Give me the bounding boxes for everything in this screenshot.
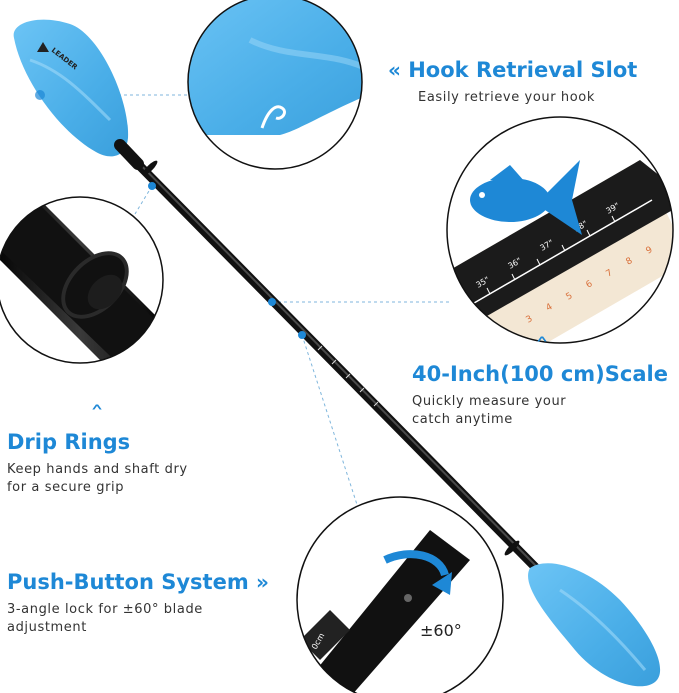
svg-text:4: 4 — [545, 302, 555, 314]
scale-desc: Quickly measure your catch anytime — [412, 394, 567, 427]
drip-feature: Drip Rings Keep hands and shaft dry for … — [7, 432, 188, 497]
drip-desc: Keep hands and shaft dry for a secure gr… — [7, 462, 188, 495]
push-button-detail-circle: 0cm ±60° — [296, 496, 504, 693]
drip-title: Drip Rings — [7, 430, 131, 454]
chevron-right-icon: » — [256, 570, 269, 594]
svg-text:3: 3 — [525, 314, 535, 326]
push-feature: Push-Button System » 3-angle lock for ±6… — [7, 572, 269, 637]
hook-detail-circle — [187, 0, 363, 170]
drip-detail-circle — [0, 196, 164, 364]
svg-text:7: 7 — [605, 268, 615, 280]
svg-text:6: 6 — [585, 279, 595, 291]
fish-icon — [470, 160, 582, 235]
svg-text:9: 9 — [645, 245, 655, 257]
svg-text:8: 8 — [625, 256, 635, 268]
scale-detail-circle: 35" 36" 37" 38" 39" 3 4 5 6 7 8 9 — [446, 116, 674, 344]
scale-title: 40-Inch(100 cm)Scale — [412, 362, 668, 386]
paddle-shaft — [114, 139, 545, 577]
push-desc: 3-angle lock for ±60° blade adjustment — [7, 602, 203, 635]
svg-text:5: 5 — [565, 291, 575, 303]
scale-feature: 40-Inch(100 cm)Scale Quickly measure you… — [412, 364, 668, 429]
hook-title: « Hook Retrieval Slot — [388, 58, 638, 82]
chevron-up-icon: ˄ — [534, 334, 550, 358]
chevron-up-icon: ˄ — [89, 402, 105, 426]
hook-feature: « Hook Retrieval Slot Easily retrieve yo… — [388, 60, 637, 107]
bottom-blade — [528, 563, 661, 687]
chevron-left-icon: « — [388, 58, 401, 82]
hook-desc: Easily retrieve your hook — [418, 90, 595, 105]
push-title: Push-Button System » — [7, 570, 269, 594]
angle-label: ±60° — [420, 621, 462, 640]
top-blade: LEADER — [13, 19, 129, 157]
